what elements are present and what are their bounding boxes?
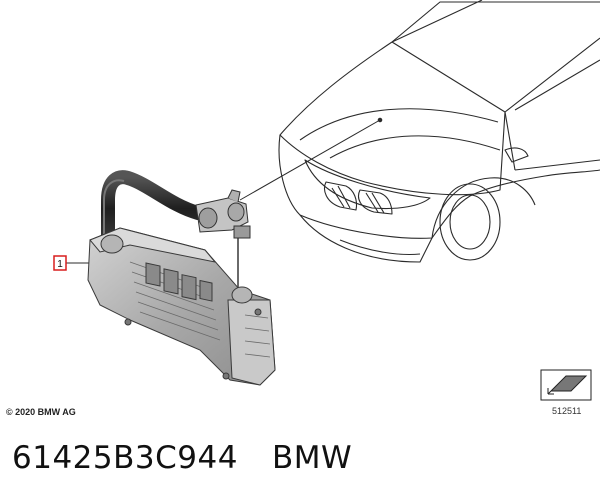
car-outline [278, 0, 600, 263]
car-wheel-arch [431, 177, 536, 239]
car-grille-bars [331, 185, 385, 214]
valve-clip [227, 189, 241, 203]
car-mirror [504, 147, 529, 163]
leader-lines [66, 117, 383, 264]
callout-label: 1 [57, 259, 63, 270]
car-grille-right [357, 189, 393, 215]
car-bumper [299, 214, 433, 263]
valve-port-1 [198, 207, 218, 229]
callout-box [53, 255, 67, 271]
car-fender [469, 169, 600, 197]
car-a-pillar [504, 111, 516, 171]
car-hood-outline [279, 41, 506, 196]
connector-1 [145, 262, 161, 287]
connector-3 [181, 274, 197, 301]
car-lower-intake [339, 239, 421, 256]
unit-end-cap [227, 299, 276, 386]
converter-unit [87, 227, 276, 386]
car-wheel [439, 183, 501, 261]
car-roof-line [391, 1, 600, 43]
leader-dot-car [377, 117, 383, 123]
leader-line-car [239, 119, 381, 201]
upper-hose [101, 170, 205, 247]
valve-port-2 [227, 202, 245, 222]
car-windscreen [391, 0, 600, 113]
car-grille-left [323, 181, 358, 211]
unit-bolt-3 [254, 308, 262, 316]
unit-inlet-port [100, 234, 124, 254]
upper-hose-highlight [103, 179, 125, 236]
car-headlight [304, 159, 431, 210]
part-number: 61425B3C944 [12, 440, 238, 476]
unit-outlet-port [231, 286, 253, 304]
brand-name: BMW [272, 440, 353, 476]
arrow-orientation-icon [540, 369, 592, 401]
unit-bolt-2 [222, 372, 230, 380]
unit-connectors [145, 262, 213, 302]
copyright-text: © 2020 BMW AG [6, 407, 76, 417]
parts-diagram: 1 [53, 0, 600, 401]
car-wheel-inner [449, 194, 491, 250]
car-side-window [514, 59, 600, 171]
connector-4 [199, 279, 213, 302]
connector-2 [163, 268, 179, 295]
car-hood-crease-2 [329, 135, 501, 159]
car-hood-crease-1 [299, 108, 499, 141]
hose-valve [195, 189, 251, 239]
car-front-fascia [278, 134, 471, 239]
orientation-arrow [547, 375, 588, 395]
unit-bolt-1 [124, 318, 132, 326]
unit-top-face [89, 227, 217, 263]
callout-1[interactable]: 1 [53, 255, 67, 271]
valve-lower-connector [233, 225, 251, 239]
diagram-reference-number: 512511 [552, 406, 582, 416]
